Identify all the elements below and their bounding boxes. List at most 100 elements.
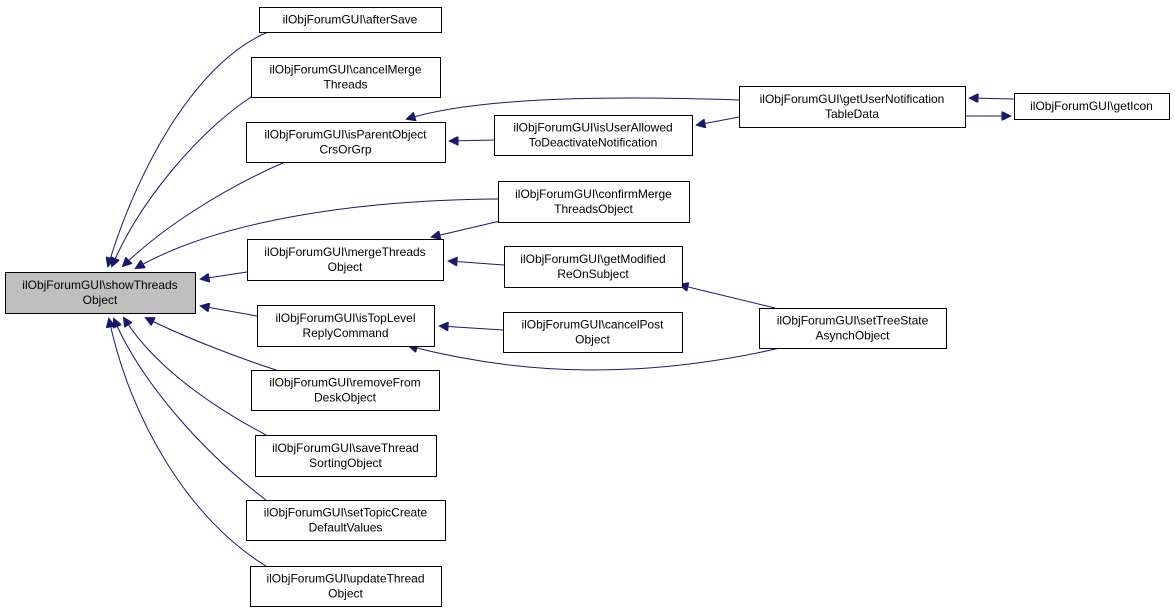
node-label-line: TableData (825, 107, 879, 121)
node-label-line: ToDeactivateNotification (529, 136, 658, 150)
node-box (259, 7, 442, 33)
edge-confirmMergeThreadsObject-to-mergeThreadsObject (432, 220, 501, 237)
node-box (246, 122, 446, 163)
edge-isParentObjectCrsOrGrp-to-showThreadsObject (123, 161, 286, 266)
node-label-line: ilObjForumGUI\removeFrom (269, 376, 420, 390)
edge-confirmMergeThreadsObject-to-showThreadsObject (136, 198, 499, 268)
node-label-line: Object (83, 293, 118, 307)
edge-line (146, 318, 277, 371)
node-label-line: ilObjForumGUI\showThreads (22, 278, 177, 292)
node-label-line: ilObjForumGUI\confirmMerge (515, 187, 672, 201)
edge-setTreeStateAsynchObject-to-isTopLevelReplyCommand (409, 346, 781, 371)
node-label-line: ilObjForumGUI\isUserAllowed (513, 121, 672, 135)
node-box (739, 86, 966, 128)
edge-getModifiedReOnSubject-to-mergeThreadsObject (449, 261, 505, 265)
edge-line (136, 198, 499, 268)
node-label-line: ilObjForumGUI\saveThread (272, 441, 419, 455)
edge-cancelPostObject-to-isTopLevelReplyCommand (440, 326, 504, 330)
node-label-line: AsynchObject (815, 329, 890, 343)
node-box (247, 239, 444, 281)
edge-line (970, 98, 1015, 99)
node-label-line: ilObjForumGUI\isTopLevel (275, 311, 415, 325)
node-getIcon[interactable]: ilObjForumGUI\getIcon (1014, 93, 1170, 120)
node-label-line: ilObjForumGUI\setTreeState (777, 314, 929, 328)
node-label-line: Object (328, 587, 363, 601)
node-box (250, 566, 442, 607)
edge-line (123, 161, 286, 266)
edge-saveThreadSortingObject-to-showThreadsObject (124, 318, 267, 436)
edge-afterSave-to-showThreadsObject (108, 31, 269, 266)
edge-mergeThreadsObject-to-showThreadsObject (201, 271, 248, 279)
node-label-line: DeskObject (314, 391, 377, 405)
node-label-line: ThreadsObject (554, 202, 633, 216)
node-box (5, 272, 196, 314)
edge-line (697, 116, 740, 125)
node-label-line: ilObjForumGUI\mergeThreads (264, 245, 425, 259)
node-label-line: ilObjForumGUI\getUserNotification (760, 92, 945, 106)
node-box (759, 308, 947, 349)
edge-isUserAllowedToDeactivateNotification-to-isParentObjectCrsOrGrp (450, 140, 495, 141)
edge-removeFromDeskObject-to-showThreadsObject (146, 318, 277, 371)
node-box (246, 500, 446, 541)
edge-line (407, 97, 740, 119)
node-layer: ilObjForumGUI\showThreadsObjectilObjForu… (5, 7, 1170, 607)
edge-getUserNotificationTableData-to-isUserAllowedToDeactivateNotification (697, 116, 740, 125)
edge-line (108, 31, 269, 266)
edge-line (201, 271, 248, 279)
node-label-line: ilObjForumGUI\getIcon (1030, 99, 1153, 113)
node-label-line: SortingObject (309, 456, 382, 470)
edge-line (109, 319, 267, 567)
node-label-line: ilObjForumGUI\setTopicCreate (264, 506, 428, 520)
edge-isTopLevelReplyCommand-to-showThreadsObject (201, 306, 258, 317)
node-label-line: CrsOrGrp (320, 143, 372, 157)
node-box (504, 246, 683, 288)
node-box (1014, 93, 1170, 120)
node-box (251, 370, 440, 411)
node-label-line: ilObjForumGUI\getModified (520, 252, 665, 266)
node-label-line: DefaultValues (309, 521, 383, 535)
edge-setTreeStateAsynchObject-to-getModifiedReOnSubject (680, 285, 776, 309)
edge-line (112, 94, 255, 266)
node-box (257, 305, 435, 347)
edge-line (114, 319, 267, 501)
node-label-line: Object (328, 260, 363, 274)
node-box (503, 312, 683, 353)
edge-setTopicCreateDefaultValues-to-showThreadsObject (114, 319, 267, 501)
edge-layer (108, 31, 1015, 567)
edge-line (449, 261, 505, 265)
node-label-line: Threads (323, 78, 367, 92)
node-getUserNotificationTableData[interactable]: ilObjForumGUI\getUserNotificationTableDa… (739, 86, 966, 128)
edge-line (409, 346, 781, 371)
node-setTopicCreateDefaultValues[interactable]: ilObjForumGUI\setTopicCreateDefaultValue… (246, 500, 446, 541)
edge-getIcon-to-getUserNotificationTableData (970, 98, 1015, 99)
edge-line (440, 326, 504, 330)
edge-updateThreadObject-to-showThreadsObject (109, 319, 267, 567)
node-afterSave[interactable]: ilObjForumGUI\afterSave (259, 7, 442, 33)
node-isUserAllowedToDeactivateNotification[interactable]: ilObjForumGUI\isUserAllowedToDeactivateN… (494, 115, 693, 156)
node-label-line: ilObjForumGUI\updateThread (266, 572, 424, 586)
node-box (498, 181, 690, 223)
edge-line (680, 285, 776, 309)
node-label-line: ilObjForumGUI\isParentObject (264, 128, 427, 142)
edge-line (450, 140, 495, 141)
node-label-line: ilObjForumGUI\cancelPost (521, 318, 664, 332)
node-box (251, 57, 441, 98)
edge-getUserNotificationTableData-to-isParentObjectCrsOrGrp (407, 97, 740, 119)
edge-line (124, 318, 267, 436)
node-label-line: ilObjForumGUI\cancelMerge (269, 63, 421, 77)
edge-line (201, 306, 258, 317)
node-label-line: Object (575, 333, 610, 347)
